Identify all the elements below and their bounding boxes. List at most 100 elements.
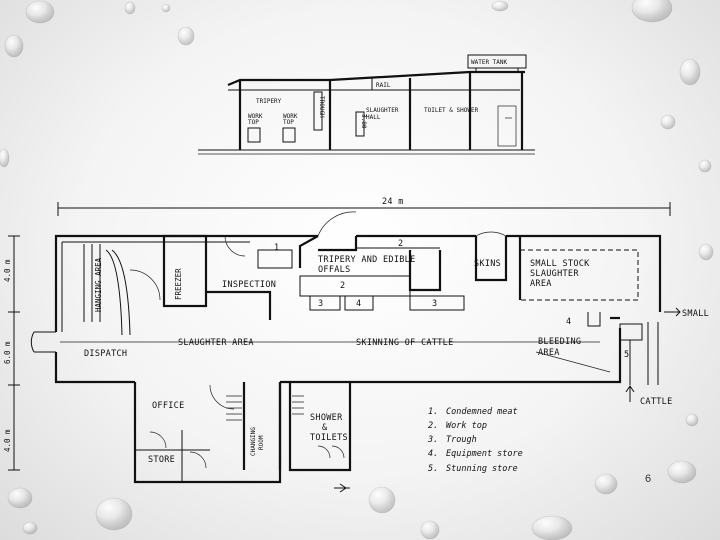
work-top-label-1a: WORK [248,113,263,120]
door-swing [317,211,357,237]
small-stock-area-outline [519,249,639,301]
slaughter-hall-label-a: SLAUGHTER [366,107,399,114]
water-tank-label: WATER TANK [471,59,508,66]
hanging-rails [83,244,101,322]
changing-room-label-b: ROOM [258,435,265,450]
droplet-decoration [698,243,714,261]
droplet-decoration [25,0,55,24]
tripery-label-b: OFFALS [318,265,351,275]
droplet-decoration [685,413,699,427]
droplet-decoration [420,520,440,540]
droplet-decoration [531,515,573,540]
lower-wing-wall [133,382,282,484]
bench-hatch [226,395,242,421]
outer-wall [54,234,318,332]
legend-num-1: 1. [428,407,438,417]
small-stock-label-b: SLAUGHTER [530,269,579,279]
slaughter-hall-label-b: HALL [366,114,381,121]
trough-label: TROUGH [318,96,325,118]
tripery-wall [298,235,319,268]
droplet-decoration [679,58,701,86]
droplet-decoration [124,1,136,15]
changing-room-label-a: CHANGING [250,427,257,456]
droplet-decoration [22,521,38,535]
legend-text-1: Condemned meat [446,407,518,417]
store-label: STORE [148,455,175,465]
small-stock-label-a: SMALL STOCK [530,259,590,269]
cattle-arrow-head [625,385,635,393]
outer-wall [280,328,622,384]
dim-mid-label: 6.0 m [3,341,12,364]
height-mark-label: 3.80 [360,114,367,129]
shower-label-b: & [322,423,328,433]
door-swing [129,269,161,301]
shower-label-c: TOILETS [310,433,348,443]
door-swing [475,231,507,237]
stunning-pen [587,312,601,327]
work-top-label-2b: TOP [283,119,294,126]
legend-num-3: 3. [427,435,438,445]
equipment-store-box [344,295,374,311]
door-swing [149,431,167,449]
inspection-wall [206,290,272,320]
dispatch-door [30,331,56,353]
legend-num-4: 4. [428,449,438,459]
rail-label: RAIL [376,82,391,89]
stunning-box [619,323,643,341]
marker-5: 5 [624,350,629,360]
floor-plan: 24 m 4.0 m 6.0 m 4.0 m [3,197,709,493]
droplet-decoration [491,0,509,12]
marker-2a: 2 [398,239,403,249]
tripery-wall [318,236,358,252]
marker-4a: 4 [356,299,361,309]
bleeding-area-label-b: AREA [538,348,560,358]
skinning-label: SKINNING OF CATTLE [356,338,454,348]
legend-text-4: Equipment store [446,449,523,459]
overall-width-label: 24 m [382,197,404,207]
hanging-area-label: HANGING AREA [94,257,103,312]
marker-4b: 4 [566,317,571,327]
work-top-shape [247,127,261,143]
droplet-decoration [594,473,618,495]
door-swing [224,235,246,257]
marker-3b: 3 [432,299,437,309]
door-swing [209,384,235,410]
bleeding-area-label-a: BLEEDING [538,337,581,347]
hanging-rails [105,249,131,336]
condemned-meat-box [257,249,293,269]
small-label: SMALL [682,309,709,319]
section-elevation: WATER TANK RAIL TRIPERY WORK TOP WORK TO… [198,54,535,155]
door-swing [189,451,207,469]
legend: 1. Condemned meat 2. Work top 3. Trough … [427,407,523,474]
legend-num-2: 2. [428,421,438,431]
droplet-decoration [4,34,24,58]
legend-num-5: 5. [428,464,438,474]
page-number: 6 [645,473,652,485]
droplet-decoration [95,497,133,531]
dim-bottom-label: 4.0 m [3,429,12,452]
bench-hatch [292,395,304,415]
freezer-room [162,234,208,308]
dim-top-label: 4.0 m [3,259,12,282]
small-stock-label-c: AREA [530,279,552,289]
legend-text-3: Trough [446,435,477,445]
droplet-decoration [368,486,396,514]
work-top-label-1b: TOP [248,119,259,126]
height-mark-shape [355,111,365,137]
toilet-shower-label: TOILET & SHOWER [424,107,479,114]
outer-wall [506,234,662,312]
freezer-label: FREEZER [174,268,183,300]
skins-room [474,236,508,282]
trough-shape [313,91,323,131]
work-top-label-2a: WORK [283,113,298,120]
trough-box [309,295,341,311]
shower-fixture [317,445,345,459]
legend-text-2: Work top [446,421,487,431]
shower-wall [288,382,352,472]
dispatch-label: DISPATCH [84,349,127,359]
outer-wall [54,352,135,384]
office-label: OFFICE [152,401,185,411]
inspection-label: INSPECTION [222,280,276,290]
droplet-decoration [698,159,712,173]
